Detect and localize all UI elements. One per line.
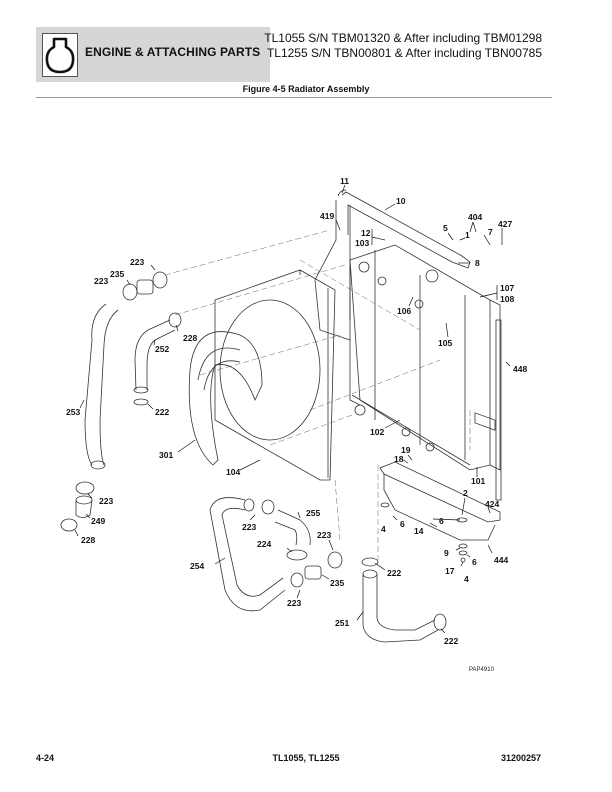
callout: 103 — [355, 238, 369, 248]
callout: 448 — [513, 364, 527, 374]
callout: 1 — [465, 230, 470, 240]
callout: 223 — [317, 530, 331, 540]
callout: 427 — [498, 219, 512, 229]
callout: 223 — [287, 598, 301, 608]
callout: 14 — [414, 526, 424, 536]
leader-lines — [74, 184, 511, 634]
callout: 6 — [472, 557, 477, 567]
callout: 101 — [471, 476, 485, 486]
callout: 8 — [475, 258, 480, 268]
callout: 249 — [91, 516, 105, 526]
callout: 105 — [438, 338, 452, 348]
callout: 6 — [439, 516, 444, 526]
applicability-line: TL1255 S/N TBN00801 & After including TB… — [266, 46, 542, 60]
callout: 10 — [396, 196, 406, 206]
engine-block-icon — [42, 33, 78, 77]
callout: 251 — [335, 618, 349, 628]
callout: 223 — [99, 496, 113, 506]
callout: 102 — [370, 427, 384, 437]
callout: 19 — [401, 445, 411, 455]
section-title: ENGINE & ATTACHING PARTS — [85, 45, 261, 59]
callout: 107 — [500, 283, 514, 293]
callout: 108 — [500, 294, 514, 304]
callout: 228 — [81, 535, 95, 545]
callout: 12 — [361, 228, 371, 238]
callout: 228 — [183, 333, 197, 343]
callout: 224 — [257, 539, 271, 549]
page-number: 4-24 — [36, 753, 55, 763]
callout: 11 — [340, 176, 349, 186]
callout: 2 — [463, 488, 468, 498]
callout: 5 — [443, 223, 448, 233]
callout: 104 — [226, 467, 240, 477]
drawing-linework — [60, 189, 502, 643]
callout: 17 — [445, 566, 455, 576]
callout: 222 — [387, 568, 401, 578]
callout: 235 — [110, 269, 124, 279]
callout: 223 — [130, 257, 144, 267]
footer-models: TL1055, TL1255 — [272, 753, 340, 763]
figure-title: Figure 4-5 Radiator Assembly — [242, 84, 370, 94]
applicability-line: TL1055 S/N TBM01320 & After including TB… — [264, 31, 542, 45]
callout: 4 — [381, 524, 386, 534]
applicability-block: TL1055 S/N TBM01320 & After including TB… — [264, 31, 542, 61]
callout: 252 — [155, 344, 169, 354]
callout: 419 — [320, 211, 334, 221]
callout: 223 — [242, 522, 256, 532]
callout: 222 — [155, 407, 169, 417]
callout: 253 — [66, 407, 80, 417]
callout: 235 — [330, 578, 344, 588]
callout: 404 — [468, 212, 482, 222]
callout: 106 — [397, 306, 411, 316]
manual-number: 31200257 — [500, 753, 541, 763]
callout: 9 — [444, 548, 449, 558]
callout: 255 — [306, 508, 320, 518]
callout: 301 — [159, 450, 173, 460]
callout: 4 — [464, 574, 469, 584]
callout: 223 — [94, 276, 108, 286]
callout: 18 — [394, 454, 404, 464]
callout: 7 — [488, 227, 493, 237]
callout: 444 — [494, 555, 508, 565]
callout: 424 — [485, 499, 499, 509]
callout: 6 — [400, 519, 405, 529]
callout: 254 — [190, 561, 204, 571]
callout: 222 — [444, 636, 458, 646]
title-rule — [36, 97, 552, 98]
drawing-code: PAP4910 — [469, 667, 495, 673]
callout-labels: 11 10 419 12 103 5 1 404 427 7 8 107 108… — [66, 176, 527, 673]
